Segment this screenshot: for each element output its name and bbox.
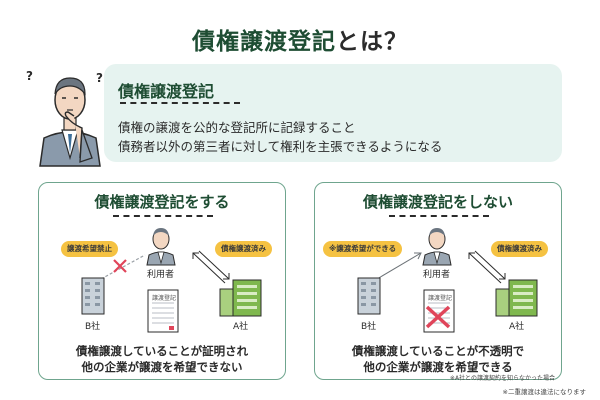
transfer-double-arrow (192, 250, 230, 284)
cross-mark-icon (425, 305, 451, 329)
company-a-label: A社 (509, 322, 525, 332)
badge-transfer-prohibited: 譲渡希望禁止 (61, 241, 118, 257)
businessman-thinking-icon: ? ? (26, 69, 103, 167)
svg-text:?: ? (96, 71, 103, 85)
definition-heading: 債権譲渡登記 (118, 82, 215, 101)
badge-transferred: 債権譲渡済み (491, 241, 548, 257)
caption-line-1: 債権譲渡していることが不透明で (351, 344, 525, 358)
definition-underline (120, 102, 240, 104)
registration-document-icon (147, 289, 179, 333)
panel-title-underline (113, 215, 213, 217)
panel-with-registration: 債権譲渡登記をする 譲渡希望禁止 債権譲渡済み 利用者 B社 (38, 182, 286, 380)
company-b-building-icon (357, 277, 381, 315)
panel-note: ※A社との譲渡契約を知らなかった場合 (449, 375, 555, 382)
panel-without-registration: 債権譲渡登記をしない ※譲渡希望ができる 債権譲渡済み 利用者 B社 (314, 182, 562, 382)
document-label: 譲渡登記 (428, 295, 453, 302)
company-b-building-icon (81, 277, 105, 315)
page-title: 債権譲渡登記とは？ (0, 22, 600, 56)
badge-transferred: 債権譲渡済み (215, 241, 272, 257)
transfer-double-arrow (468, 250, 506, 284)
blocked-transfer-line (100, 254, 146, 280)
company-b-label: B社 (85, 322, 101, 332)
company-a-label: A社 (233, 322, 249, 332)
possible-transfer-arrow (376, 252, 422, 280)
definition-box (104, 64, 562, 162)
document-label: 譲渡登記 (152, 295, 177, 302)
user-person-icon (146, 228, 176, 266)
cross-mark-icon (113, 259, 127, 273)
badge-transfer-possible: ※譲渡希望ができる (323, 241, 403, 257)
user-person-icon (422, 228, 452, 266)
company-b-label: B社 (361, 322, 377, 332)
caption-line-2: 他の企業が譲渡を希望できる (363, 360, 513, 374)
user-label: 利用者 (147, 270, 175, 280)
svg-text:?: ? (26, 69, 33, 83)
panel-title: 債権譲渡登記をしない (362, 193, 513, 211)
caption-line-2: 他の企業が譲渡を希望できない (81, 360, 243, 374)
definition-line-1: 債権の譲渡を公的な登記所に記録すること (118, 120, 356, 135)
panel-title-underline (389, 215, 489, 217)
panel-title: 債権譲渡登記をする (94, 193, 230, 211)
definition-line-2: 債務者以外の第三者に対して権利を主張できるようになる (118, 139, 443, 154)
footnote: ※二重譲渡は違法になります (502, 388, 586, 396)
company-a-building-icon (219, 279, 262, 317)
caption-line-1: 債権譲渡していることが証明され (75, 344, 249, 358)
user-label: 利用者 (423, 270, 451, 280)
title-suffix: とは？ (336, 29, 408, 55)
title-main: 債権譲渡登記 (192, 29, 336, 55)
company-a-building-icon (495, 279, 538, 317)
